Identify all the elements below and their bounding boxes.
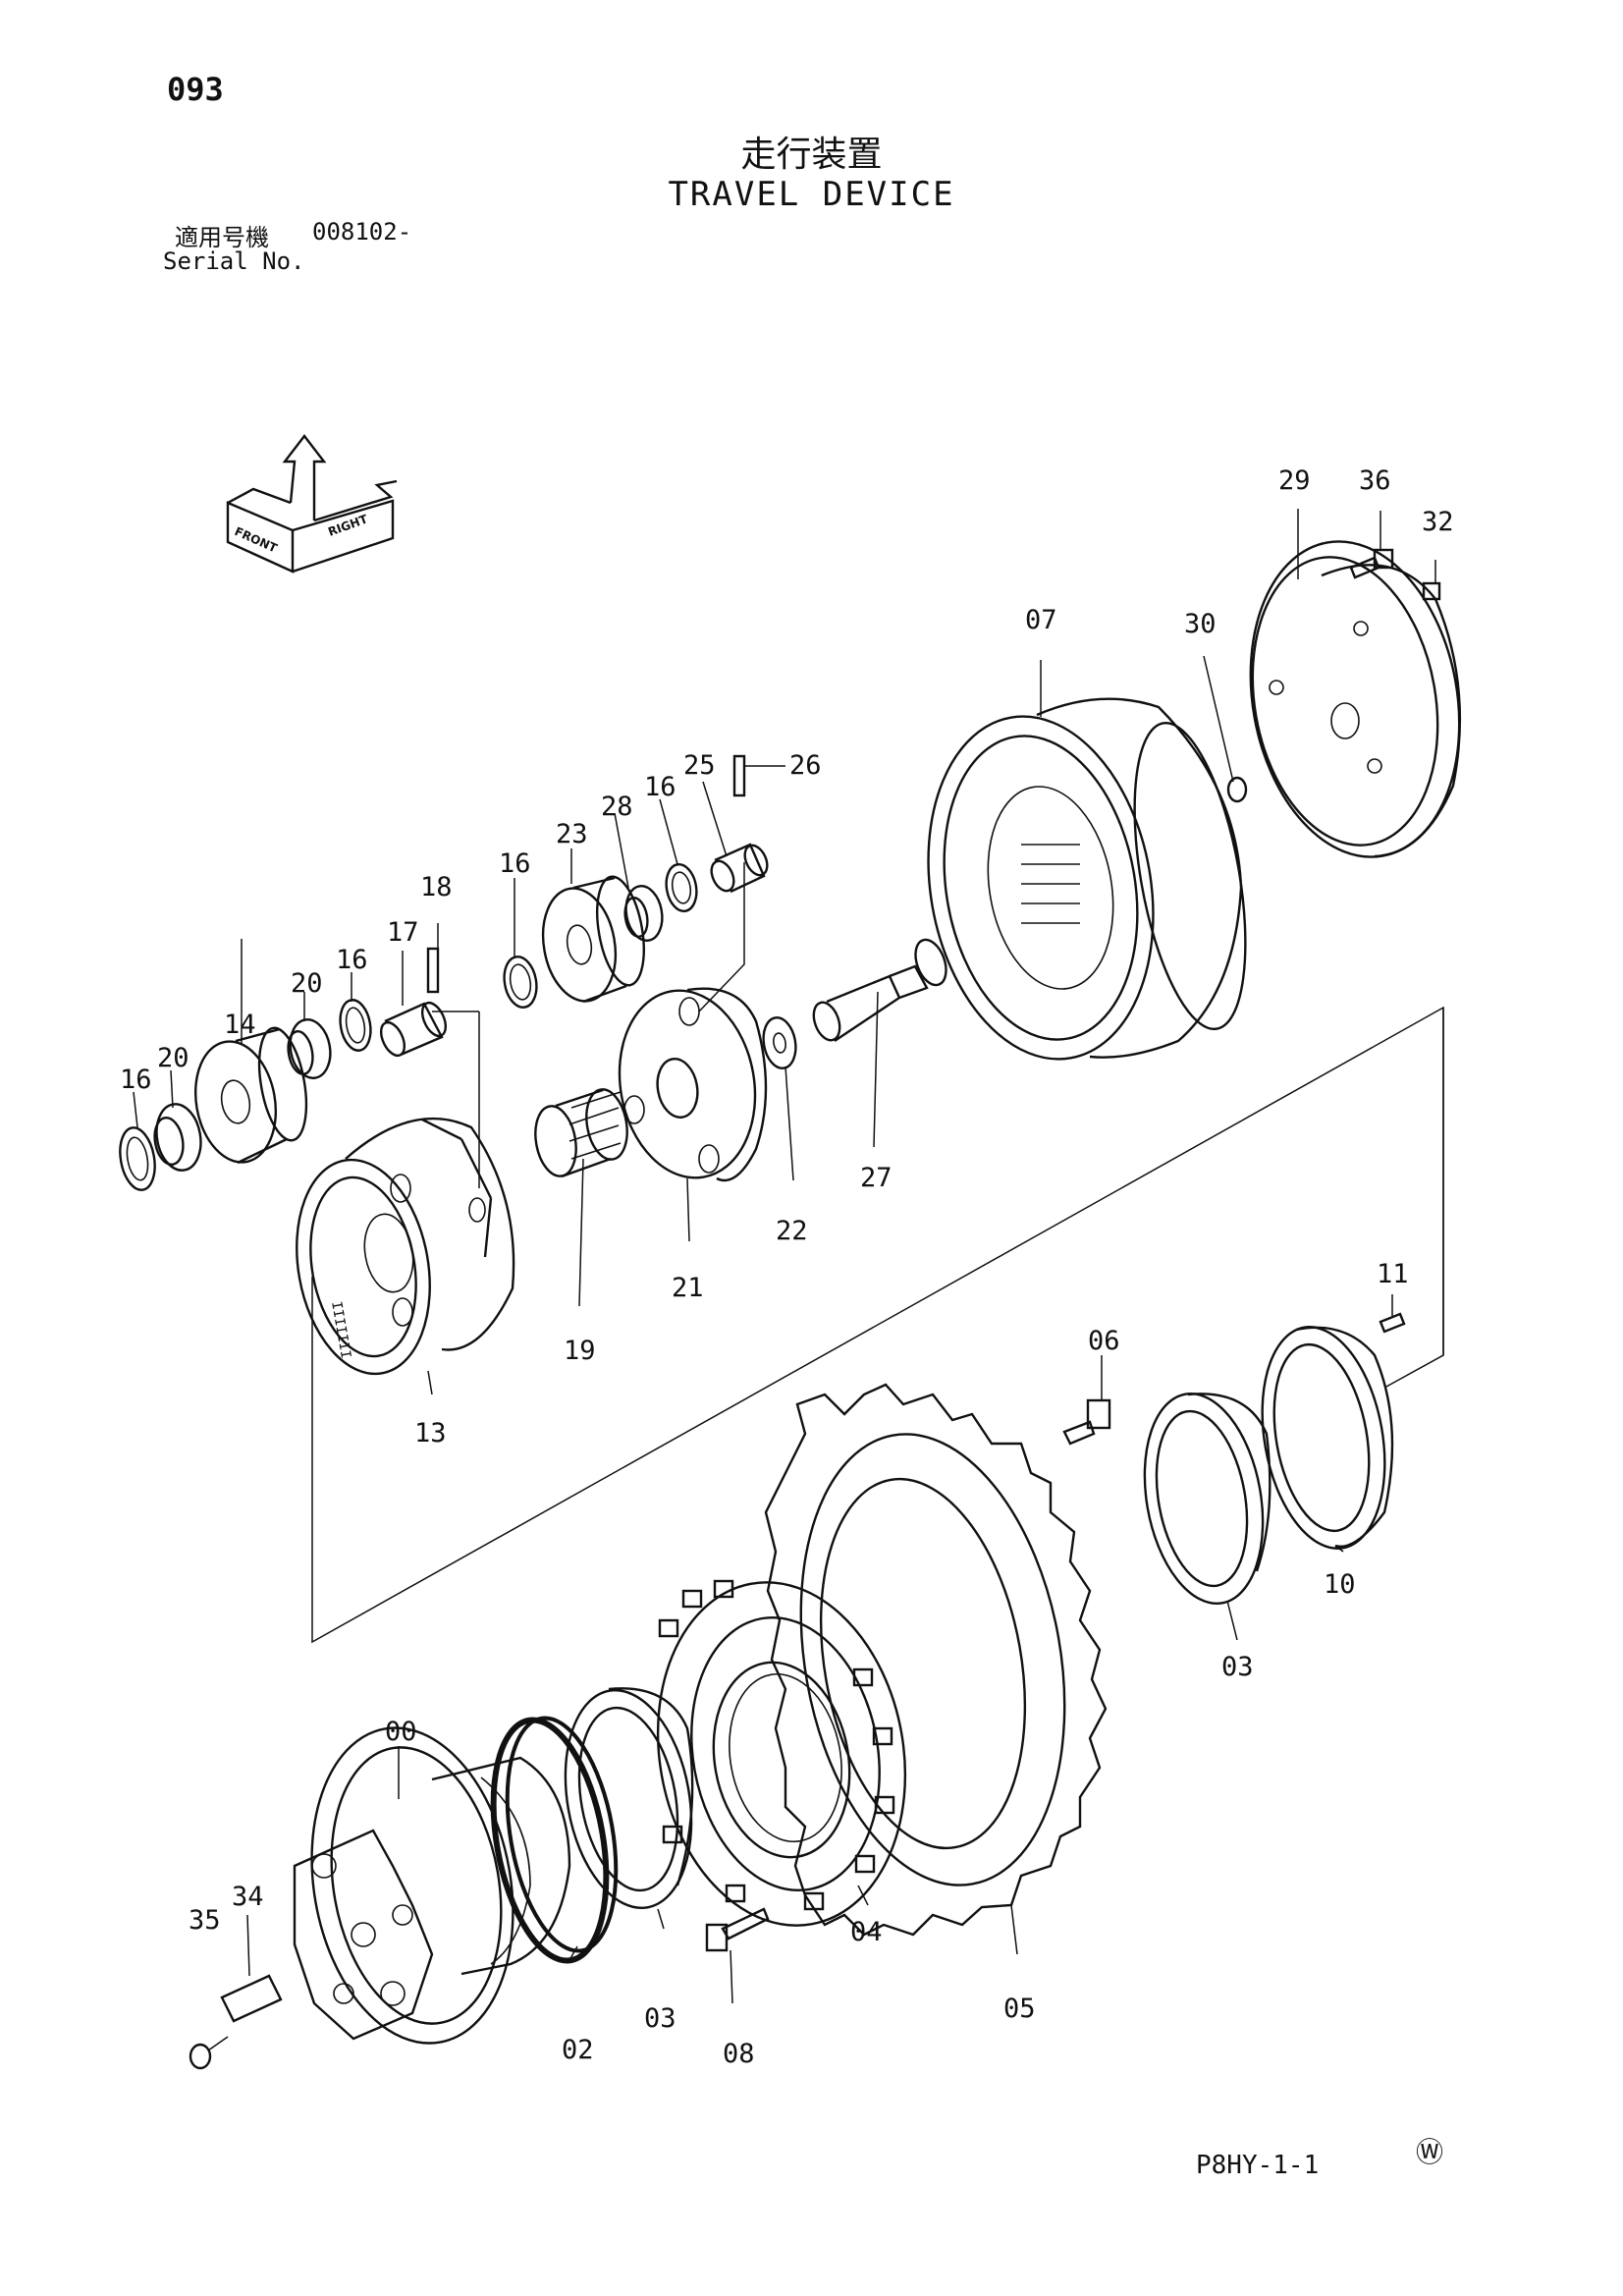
serial-value: 008102- [312,218,412,246]
label-11: 11 [1377,1259,1409,1289]
part-13-carrier: IIIIIII [296,1117,515,1376]
part-08-bolt [705,1907,770,1952]
part-23-planet-gear [541,875,645,1004]
part-05-sprocket [764,1383,1108,1937]
part-25-pin [710,843,769,894]
label-03-left: 03 [644,2003,676,2034]
label-29: 29 [1278,465,1311,496]
part-35-screw [189,2036,229,2070]
label-30: 30 [1184,609,1217,639]
label-06: 06 [1088,1326,1120,1356]
figure-reference: P8HY-1-1 [1196,2151,1320,2180]
label-17: 17 [387,917,419,948]
part-02-o-ring [490,1716,619,1964]
label-28: 28 [601,792,633,822]
part-11-pin [1379,1312,1406,1334]
orientation-label-front: FRONT [233,524,280,556]
part-14-planet-gear [193,1026,308,1165]
label-16-d: 16 [644,772,676,802]
page-title-jp: 走行装置 [740,135,883,175]
w-mark: Ⓦ [1416,2136,1444,2168]
label-02: 02 [562,2035,594,2065]
label-19: 19 [564,1336,596,1366]
part-16-washer-left [119,1126,156,1191]
part-27-propeller-shaft [812,938,947,1042]
part-34-plate [220,1974,283,2023]
label-20-b: 20 [291,968,323,999]
label-16-b: 16 [336,945,368,975]
part-07-ring-gear-drum [927,697,1247,1061]
part-36-bolt [1349,548,1394,579]
part-21-carrier-plate [618,987,768,1182]
leader-lines [133,509,1436,2004]
part-16-washer-mid [339,999,372,1052]
part-26-spring-pin [732,754,785,797]
part-19-sun-gear [534,1088,628,1178]
label-07: 07 [1025,605,1057,635]
label-00: 00 [385,1717,417,1747]
part-18-spring-pin [426,947,440,994]
label-21: 21 [672,1273,704,1303]
label-13: 13 [414,1418,447,1449]
label-34: 34 [232,1882,264,1912]
label-10: 10 [1324,1569,1356,1600]
part-32-plug [1422,581,1441,601]
part-03-floating-seal-left [564,1687,694,1910]
part-16-washer-top [665,863,698,912]
serial-label-jp: 適用号機 [175,224,269,251]
label-36: 36 [1359,465,1391,496]
label-16-a: 16 [120,1065,152,1095]
label-22: 22 [776,1216,808,1246]
part-17-pin [379,1001,448,1058]
label-23: 23 [556,819,588,849]
label-16-c: 16 [499,848,531,879]
label-27: 27 [860,1163,893,1193]
orientation-arrows-icon: FRONT RIGHT [226,434,398,574]
label-35: 35 [189,1905,221,1936]
label-05: 05 [1003,1994,1036,2024]
part-28-bearing [623,885,664,942]
label-25: 25 [683,750,716,781]
part-number-labels: 00 02 03 03 04 05 06 07 08 10 11 13 14 1… [120,465,1454,2069]
part-03-floating-seal-right [1143,1392,1271,1606]
label-26: 26 [789,750,822,781]
serial-label-en: Serial No. [163,247,305,275]
part-30-plug [1226,776,1248,803]
part-22-thrust-washer [762,1016,797,1069]
label-08: 08 [723,2039,755,2069]
part-06-bolt [1062,1398,1111,1446]
part-10-seal-plate [1261,1326,1394,1550]
label-18: 18 [420,872,453,902]
label-32: 32 [1422,507,1454,537]
page-number: 093 [167,71,224,108]
page-title-en: TRAVEL DEVICE [668,175,955,214]
label-03-right: 03 [1221,1652,1254,1682]
label-20-a: 20 [157,1043,189,1073]
part-16-washer-upper [503,956,538,1009]
label-14: 14 [224,1010,256,1040]
assembly-outline [311,862,1444,1644]
part-20-bearing-mid [287,1018,332,1079]
label-04: 04 [850,1917,883,1947]
part-04-hub [656,1579,907,1927]
part-00-travel-motor [293,1726,571,2045]
